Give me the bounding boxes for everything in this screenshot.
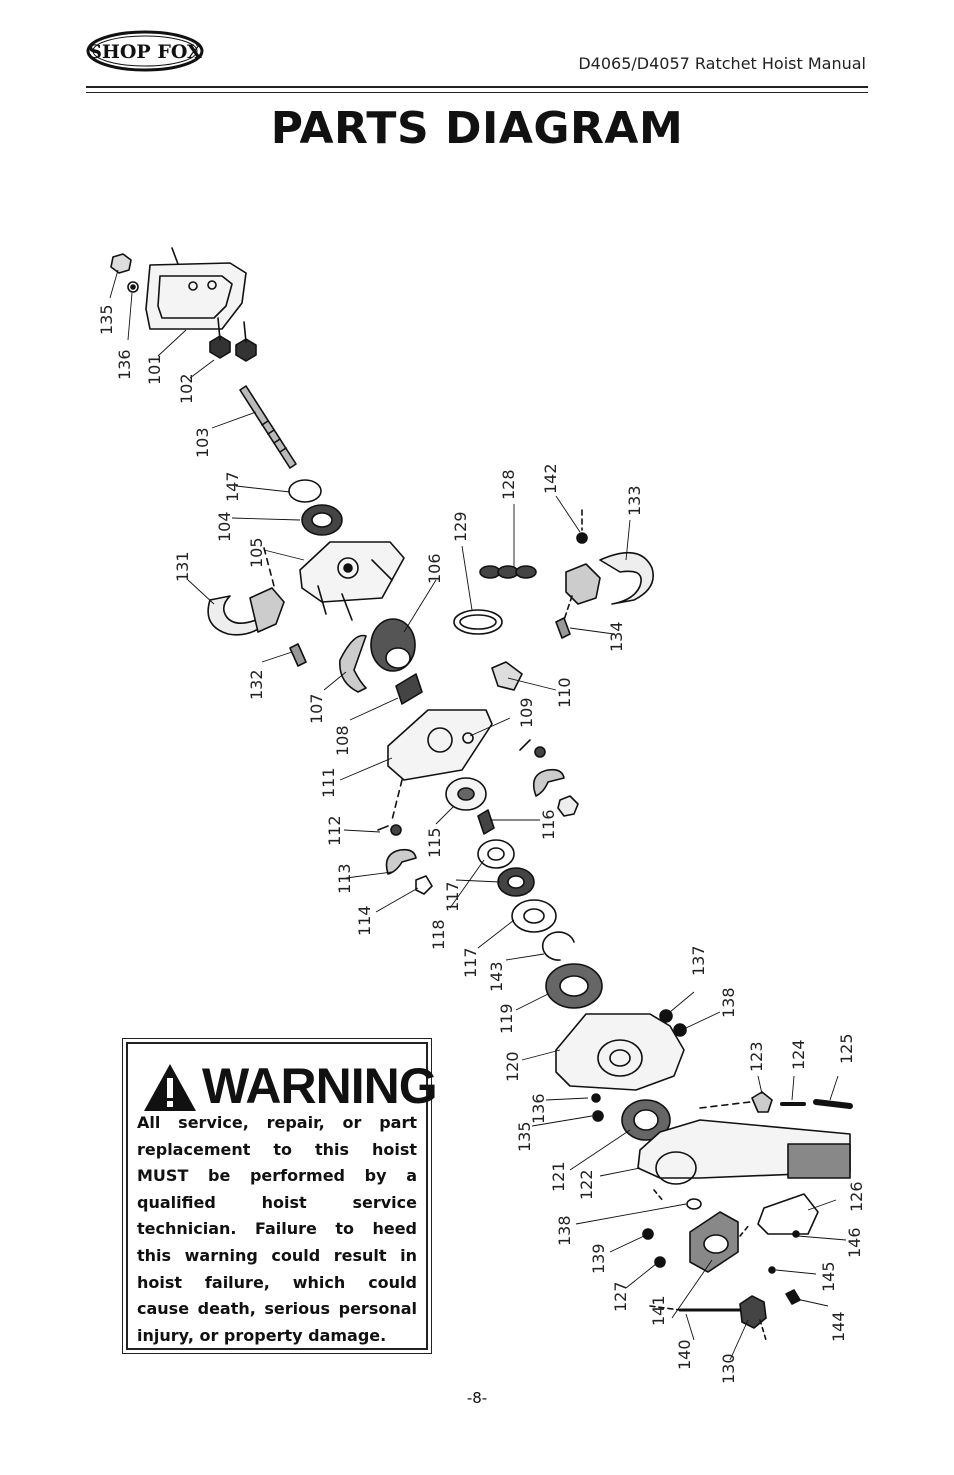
callout-118: 118: [429, 919, 448, 950]
callout-140: 130: [719, 1353, 738, 1384]
callout-111: 111: [319, 767, 338, 798]
manual-title: D4065/D4057 Ratchet Hoist Manual: [578, 54, 866, 73]
callout-120: 120: [503, 1051, 522, 1082]
callout-132: 132: [247, 669, 266, 700]
callout-133: 133: [625, 485, 644, 516]
callout-102: 102: [177, 373, 196, 404]
callout-107: 107: [307, 693, 326, 724]
warning-box: WARNING All service, repair, or part rep…: [122, 1038, 438, 1354]
callout-115: 115: [425, 827, 444, 858]
callout-131: 131: [173, 551, 192, 582]
callout-139: 127: [611, 1281, 630, 1312]
callout-130: 126: [847, 1181, 866, 1212]
shop-fox-logo: SHOP FOX: [86, 30, 204, 72]
callout-125: 125: [837, 1033, 856, 1064]
callout-138: 138: [719, 987, 738, 1018]
callout-135: 135: [97, 304, 116, 335]
callout-labels: 135 136 101 102 103 147 104 105 131 132 …: [97, 304, 866, 1384]
callout-129: 129: [451, 511, 470, 542]
callout-104: 104: [215, 511, 234, 542]
warning-heading: WARNING: [202, 1058, 438, 1114]
callout-143: 143: [487, 961, 506, 992]
callout-146: 146: [845, 1227, 864, 1258]
warning-text: All service, repair, or part replacement…: [137, 1113, 417, 1345]
callout-141: 140: [675, 1339, 694, 1370]
callout-113: 113: [335, 863, 354, 894]
callout-121: 121: [549, 1161, 568, 1192]
callout-117-b: 117: [461, 947, 480, 978]
callout-116: 116: [539, 809, 558, 840]
logo-text: SHOP FOX: [88, 41, 202, 63]
page-title: PARTS DIAGRAM: [270, 103, 684, 154]
callout-128: 128: [499, 469, 518, 500]
callout-147: 147: [223, 471, 242, 502]
callout-137: 137: [689, 945, 708, 976]
callout-105: 105: [247, 537, 266, 568]
callout-124: 124: [789, 1039, 808, 1070]
callout-145: 145: [819, 1261, 838, 1292]
callout-135-b: 135: [515, 1121, 534, 1152]
callout-136-b: 136: [529, 1093, 548, 1124]
callout-144: 144: [829, 1311, 848, 1342]
warning-header: WARNING: [142, 1058, 438, 1114]
callout-119: 119: [497, 1003, 516, 1034]
warning-box-border: WARNING All service, repair, or part rep…: [126, 1042, 438, 1350]
callout-122: 122: [577, 1169, 596, 1200]
page-number: -8-: [466, 1389, 488, 1407]
callout-108: 108: [333, 725, 352, 756]
callout-103: 103: [193, 427, 212, 458]
callout-126: 138: [555, 1215, 574, 1246]
warning-triangle-icon: [144, 1064, 196, 1111]
callout-109: 109: [517, 697, 536, 728]
callout-106: 106: [425, 553, 444, 584]
header-rule: [86, 86, 868, 88]
header-rule-thin: [86, 92, 868, 93]
callout-114: 114: [355, 905, 374, 936]
callout-136: 136: [115, 349, 134, 380]
callout-142: 142: [541, 463, 560, 494]
callout-110: 110: [555, 677, 574, 708]
callout-123: 123: [747, 1041, 766, 1072]
callout-127: 141: [649, 1295, 668, 1326]
callout-117: 117: [443, 881, 462, 912]
callout-134: 134: [607, 621, 626, 652]
callout-138-b: 139: [589, 1243, 608, 1274]
callout-112: 112: [325, 815, 344, 846]
callout-101: 101: [145, 354, 164, 385]
